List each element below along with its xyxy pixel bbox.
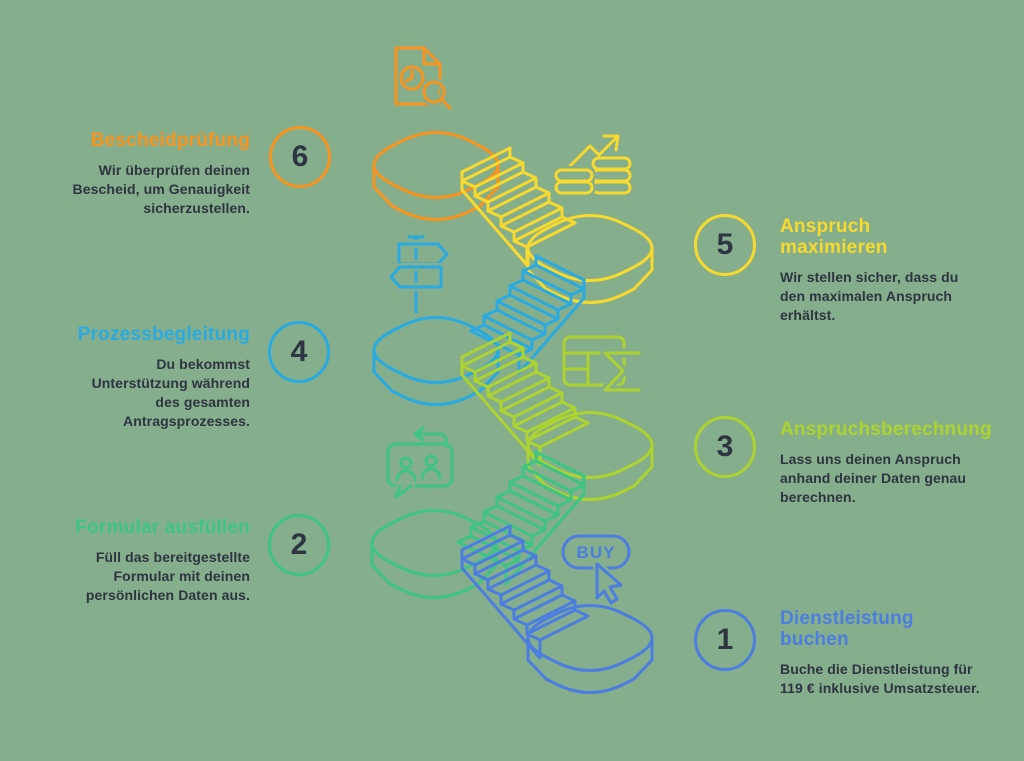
step-1-number-badge: 1 — [694, 609, 756, 671]
platform-4 — [372, 316, 500, 406]
step-5-text-block: Anspruch maximieren Wir stellen sicher, … — [780, 216, 985, 325]
document-review-icon — [394, 46, 454, 112]
step-3-text-block: Anspruchsberechnung Lass uns deinen Ansp… — [780, 419, 992, 507]
signpost-icon — [387, 235, 451, 314]
step-2-number-badge: 2 — [268, 514, 330, 576]
step-1-title: Dienstleistung buchen — [780, 608, 914, 650]
stair-flight-1 — [460, 524, 590, 660]
staircase-graphic — [370, 131, 654, 694]
platform-5 — [526, 214, 654, 304]
step-1-description: Buche die Dienstleistung für 119 € inklu… — [780, 661, 980, 696]
stair-flight-3 — [460, 331, 590, 467]
people-speech-bubble-icon — [386, 426, 454, 501]
platform-6 — [372, 131, 500, 221]
step-4-number-badge: 4 — [268, 321, 330, 383]
step-5-number: 5 — [716, 228, 734, 261]
step-6-number-badge: 6 — [269, 126, 331, 188]
step-3-number: 3 — [716, 430, 734, 463]
step-4-title: Prozessbegleitung — [77, 324, 250, 345]
step-4-number: 4 — [290, 335, 308, 368]
step-2-description: Füll das bereitgestellte Formular mit de… — [85, 549, 250, 603]
buy-label: BUY — [577, 543, 616, 562]
step-5-number-badge: 5 — [694, 214, 756, 276]
growth-coins-icon — [552, 134, 632, 197]
step-6-text-block: Bescheidprüfung Wir überprüfen deinen Be… — [55, 130, 250, 218]
buy-cursor-icon: BUY — [561, 534, 631, 607]
stair-flight-4 — [469, 254, 586, 375]
step-6-title: Bescheidprüfung — [90, 130, 250, 151]
step-1-text-block: Dienstleistung buchen Buche die Dienstle… — [780, 608, 985, 698]
step-5-title: Anspruch maximieren — [780, 216, 888, 258]
step-2-title: Formular ausfüllen — [75, 517, 250, 538]
step-4-description: Du bekommst Unterstützung während des ge… — [91, 356, 250, 429]
step-2-number: 2 — [290, 528, 308, 561]
platform-2 — [370, 509, 498, 599]
step-3-description: Lass uns deinen Anspruch anhand deiner D… — [780, 451, 967, 505]
step-4-text-block: Prozessbegleitung Du bekommst Unterstütz… — [55, 324, 250, 431]
step-3-title: Anspruchsberechnung — [780, 419, 992, 440]
step-2-text-block: Formular ausfüllen Füll das bereitgestel… — [55, 517, 250, 605]
step-5-description: Wir stellen sicher, dass du den maximale… — [780, 269, 959, 323]
step-1-number: 1 — [716, 623, 734, 656]
step-3-number-badge: 3 — [694, 416, 756, 478]
step-6-description: Wir überprüfen deinen Bescheid, um Genau… — [72, 162, 250, 216]
spreadsheet-sigma-icon — [562, 335, 644, 395]
step-6-number: 6 — [291, 140, 309, 173]
platform-1 — [526, 604, 654, 694]
